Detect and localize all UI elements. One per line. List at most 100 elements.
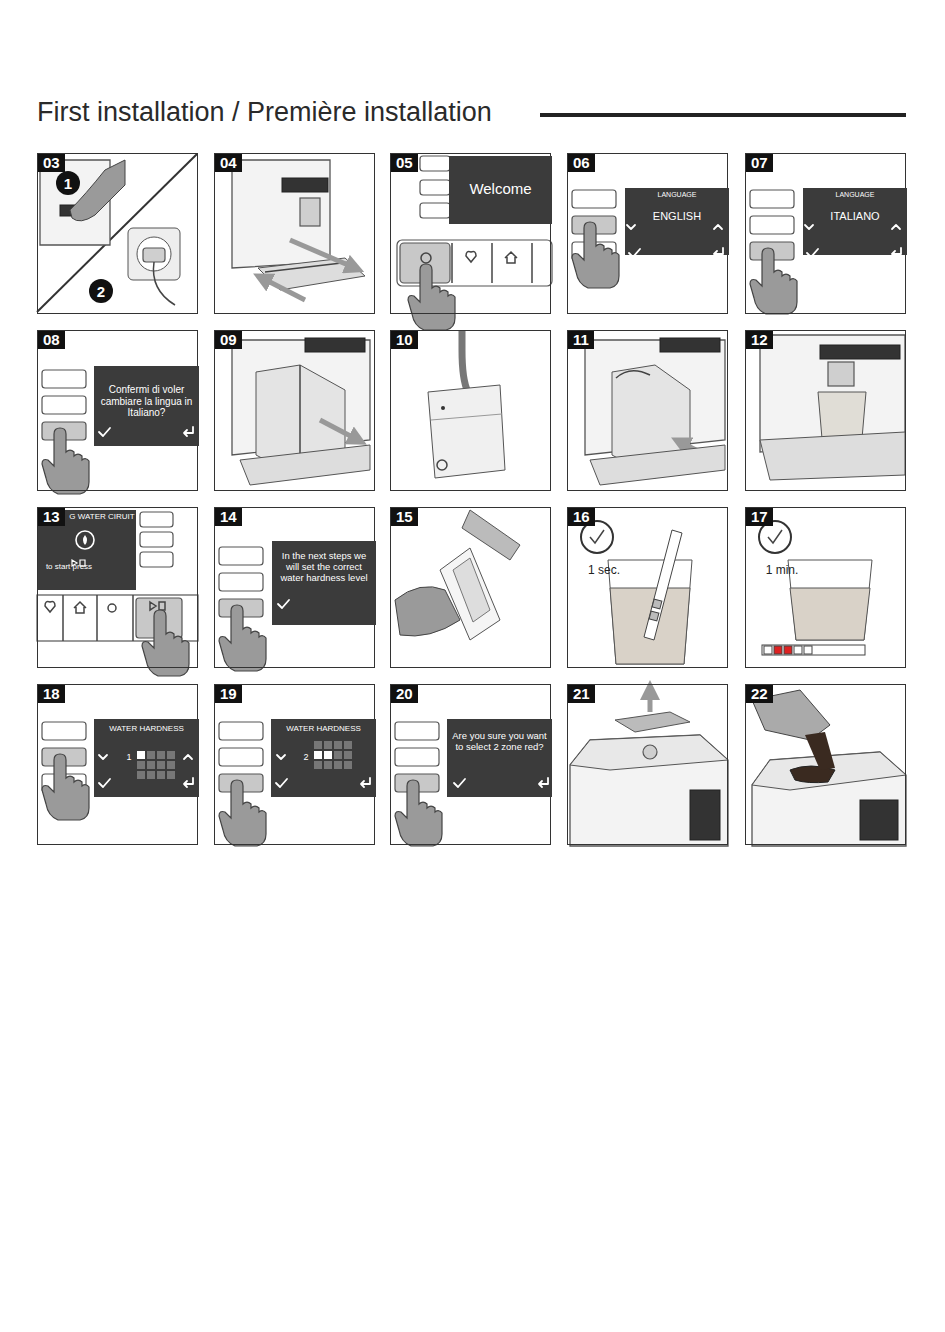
display-screen: In the next steps we will set the correc… xyxy=(272,541,376,625)
display-screen: Welcome xyxy=(449,156,552,224)
panel-05-art xyxy=(421,253,431,263)
panel-13-art xyxy=(150,602,165,610)
step-panel: 12 xyxy=(745,330,906,491)
step-panel: 031 2 xyxy=(37,153,198,314)
step-panel: 11 xyxy=(567,330,728,491)
step-panel: 10 xyxy=(390,330,551,491)
panel-06-art xyxy=(572,222,619,288)
panel-13-art xyxy=(62,595,64,641)
screen-text: ITALIANO xyxy=(817,210,893,223)
panel-03-art xyxy=(153,262,175,305)
panel-07-art xyxy=(750,248,797,314)
panel-05-art xyxy=(466,252,476,263)
panel-08-art xyxy=(42,428,89,494)
panel-19-art xyxy=(219,780,266,846)
step-panel: 07LANGUAGEITALIANO xyxy=(745,153,906,314)
step-number: 03 xyxy=(38,154,65,172)
panel-22-art xyxy=(860,800,898,840)
panel-18-art xyxy=(42,754,89,820)
panel-16-art xyxy=(608,560,692,664)
panel-10-art xyxy=(441,406,445,410)
panel-15-art xyxy=(395,587,460,636)
panel-21-art xyxy=(648,690,653,712)
panel-13-art xyxy=(140,532,173,547)
panel-04-art xyxy=(282,178,328,192)
step-panel: 171 min. xyxy=(745,507,906,668)
panel-04-art xyxy=(300,198,320,226)
panel-17-art xyxy=(794,646,802,654)
panel-20-art xyxy=(395,722,439,740)
panel-11-art xyxy=(660,338,720,352)
panel-16-art xyxy=(590,530,604,543)
panel-15-art xyxy=(453,558,490,622)
screen-text: LANGUAGE xyxy=(625,191,729,199)
step-number: 11 xyxy=(568,331,594,349)
panel-12-art xyxy=(828,362,854,386)
panel-06-art xyxy=(572,190,619,288)
panel-09-art xyxy=(320,420,358,440)
panel-07-art xyxy=(750,216,794,234)
panel-18-art xyxy=(42,722,89,820)
screen-text: LANGUAGE xyxy=(803,191,907,199)
panel-21-art xyxy=(570,735,728,770)
panel-07-art xyxy=(750,190,794,208)
panel-10-art xyxy=(437,460,447,470)
step-number: 10 xyxy=(391,331,418,349)
step-panel: 09 xyxy=(214,330,375,491)
panel-14-art xyxy=(219,605,266,671)
step-number: 08 xyxy=(38,331,65,349)
panel-22-art xyxy=(805,732,835,770)
panel-08-art xyxy=(42,370,89,494)
panel-17-art xyxy=(759,521,872,655)
callout-circle: 1 xyxy=(56,171,80,195)
step-panel: 06LANGUAGE ENGLISH xyxy=(567,153,728,314)
panel-17-art xyxy=(768,530,782,543)
step-number: 14 xyxy=(215,508,242,526)
step-panel: 21 xyxy=(567,684,728,845)
step-panel: 14 In the next steps we will set the corr… xyxy=(214,507,375,668)
panel-17-art xyxy=(790,588,870,640)
screen-text: ENGLISH xyxy=(639,210,715,223)
callout-number: 2 xyxy=(89,279,113,303)
display-screen: Confermi di voler cambiare la lingua in … xyxy=(94,366,199,446)
panel-17-art xyxy=(784,646,792,654)
panel-03-art xyxy=(143,248,165,262)
step-number: 13 xyxy=(38,508,65,526)
step-number: 06 xyxy=(568,154,595,172)
step-number: 18 xyxy=(38,685,65,703)
step-number: 12 xyxy=(746,331,773,349)
step-number: 04 xyxy=(215,154,242,172)
step-panel: 15 xyxy=(390,507,551,668)
panel-20-art xyxy=(395,722,442,846)
panel-14-art xyxy=(219,573,263,591)
step-number: 05 xyxy=(391,154,418,172)
display-screen: WATER HARDNESS1 xyxy=(94,719,199,797)
panel-17-art xyxy=(764,646,772,654)
step-panel: 18WATER HARDNESS1 xyxy=(37,684,198,845)
panel-17-art xyxy=(762,645,865,655)
step-panel: 19WATER HARDNESS2 xyxy=(214,684,375,845)
panel-13-art xyxy=(140,552,173,567)
panel-05-art xyxy=(531,243,533,283)
panel-21-art xyxy=(615,712,690,732)
panel-05-art xyxy=(408,264,455,330)
panel-17-art xyxy=(788,560,872,640)
screen-text: Confermi di voler cambiare la lingua in … xyxy=(98,384,195,419)
panel-06-art xyxy=(572,190,616,208)
step-panel: 05 Welcome xyxy=(390,153,551,314)
step-number: 22 xyxy=(746,685,773,703)
panel-16-art xyxy=(581,521,692,664)
panel-05-art xyxy=(420,156,450,171)
step-panel: 13G WATER CIRUITto start press xyxy=(37,507,198,668)
panel-03-art xyxy=(37,154,197,312)
panel-05-art xyxy=(397,156,552,330)
title-rule xyxy=(540,113,906,117)
panel-21-art xyxy=(643,745,657,759)
panel-05-art xyxy=(420,180,450,195)
step-number: 17 xyxy=(746,508,773,526)
panel-11-art xyxy=(590,445,725,485)
panel-19-art xyxy=(219,722,266,846)
panel-11-art xyxy=(585,338,725,485)
panel-10-art xyxy=(462,331,468,392)
